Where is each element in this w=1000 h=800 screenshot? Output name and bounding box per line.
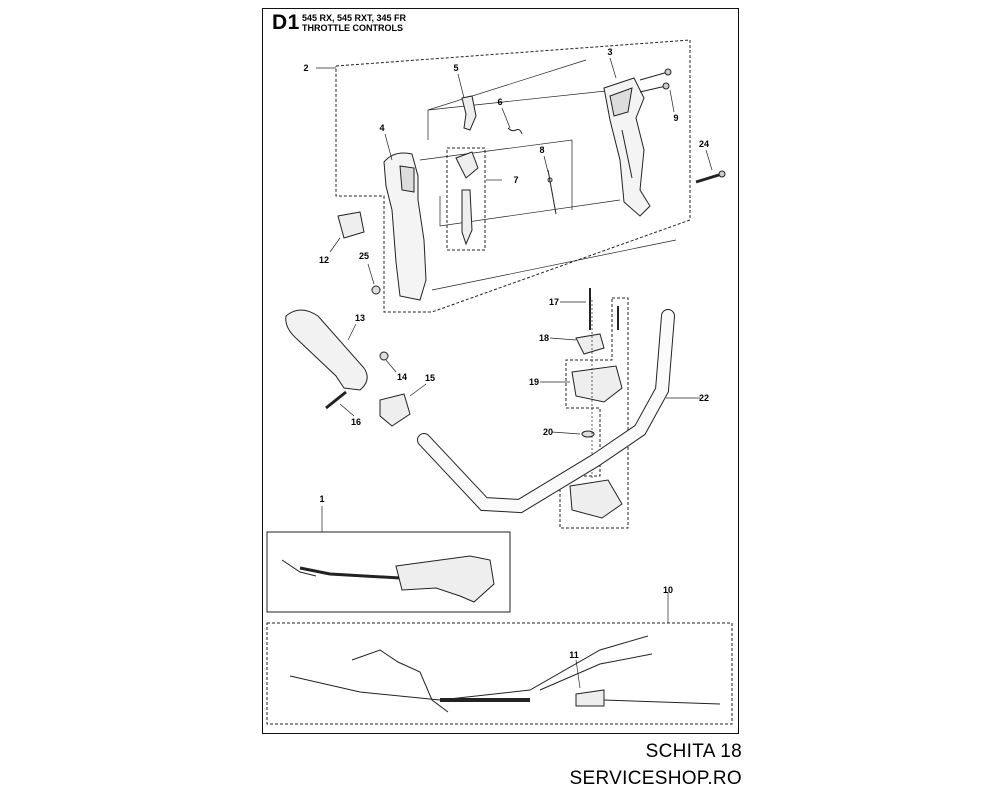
callout-17: 17: [548, 297, 560, 307]
site-name: SERVICESHOP.RO: [569, 768, 742, 789]
callout-13: 13: [354, 313, 366, 323]
callout-5: 5: [453, 63, 459, 73]
screw-9-drawing: [639, 68, 672, 93]
callout-12: 12: [318, 255, 330, 265]
throttle-cable-10-dashed-box: [266, 622, 733, 725]
callout-9: 9: [673, 113, 679, 123]
throttle-cable-10-drawing: [289, 635, 721, 713]
clamp-19-drawing: [571, 365, 623, 403]
callout-22: 22: [698, 393, 710, 403]
spring-6-drawing: [507, 127, 523, 135]
callout-10: 10: [662, 585, 674, 595]
callout-24: 24: [698, 139, 710, 149]
callout-16: 16: [350, 417, 362, 427]
trigger-7-drawing: [455, 151, 479, 246]
plate-18-drawing: [575, 333, 605, 355]
model-list: 545 RX, 545 RXT, 345 FR: [302, 13, 407, 23]
washer-20-drawing: [581, 430, 595, 438]
throttle-cable-1-box: [266, 531, 511, 613]
grip-13-drawing: [285, 309, 368, 391]
diagram-title: THROTTLE CONTROLS: [302, 23, 403, 33]
sheet-number: SCHITA 18: [645, 741, 742, 762]
callout-6: 6: [497, 97, 503, 107]
callout-15: 15: [424, 373, 436, 383]
throttle-cable-1-drawing: [281, 555, 495, 603]
handle-half-4-drawing: [383, 152, 427, 301]
callout-19: 19: [528, 377, 540, 387]
handle-half-3-drawing: [603, 77, 651, 217]
callout-4: 4: [379, 123, 385, 133]
nut-25-drawing: [371, 285, 381, 295]
diagram-sheet-border: [262, 8, 739, 734]
screw-16-drawing: [325, 390, 347, 410]
callout-25: 25: [358, 251, 370, 261]
bracket-assembly-dashed-box: [559, 297, 629, 529]
callout-14: 14: [396, 372, 408, 382]
spring-8-drawing: [547, 169, 557, 215]
assembly-2-dashed-box: [335, 39, 691, 313]
callout-3: 3: [607, 47, 613, 57]
clamp-15-drawing: [379, 393, 411, 427]
trigger-part-5-drawing: [461, 95, 477, 131]
switch-12-drawing: [337, 211, 365, 239]
callout-18: 18: [538, 333, 550, 343]
callout-1: 1: [319, 494, 325, 504]
callout-2: 2: [303, 63, 309, 73]
washer-14-drawing: [379, 351, 389, 361]
handlebar-22-drawing: [417, 309, 675, 514]
callout-leader-lines: [316, 57, 713, 689]
handle-base-drawing: [569, 479, 623, 519]
callout-8: 8: [539, 145, 545, 155]
callout-20: 20: [542, 427, 554, 437]
callout-7: 7: [513, 175, 519, 185]
screw-24-drawing: [695, 170, 726, 184]
callout-11: 11: [569, 650, 579, 660]
diagram-code: D1: [272, 11, 300, 34]
